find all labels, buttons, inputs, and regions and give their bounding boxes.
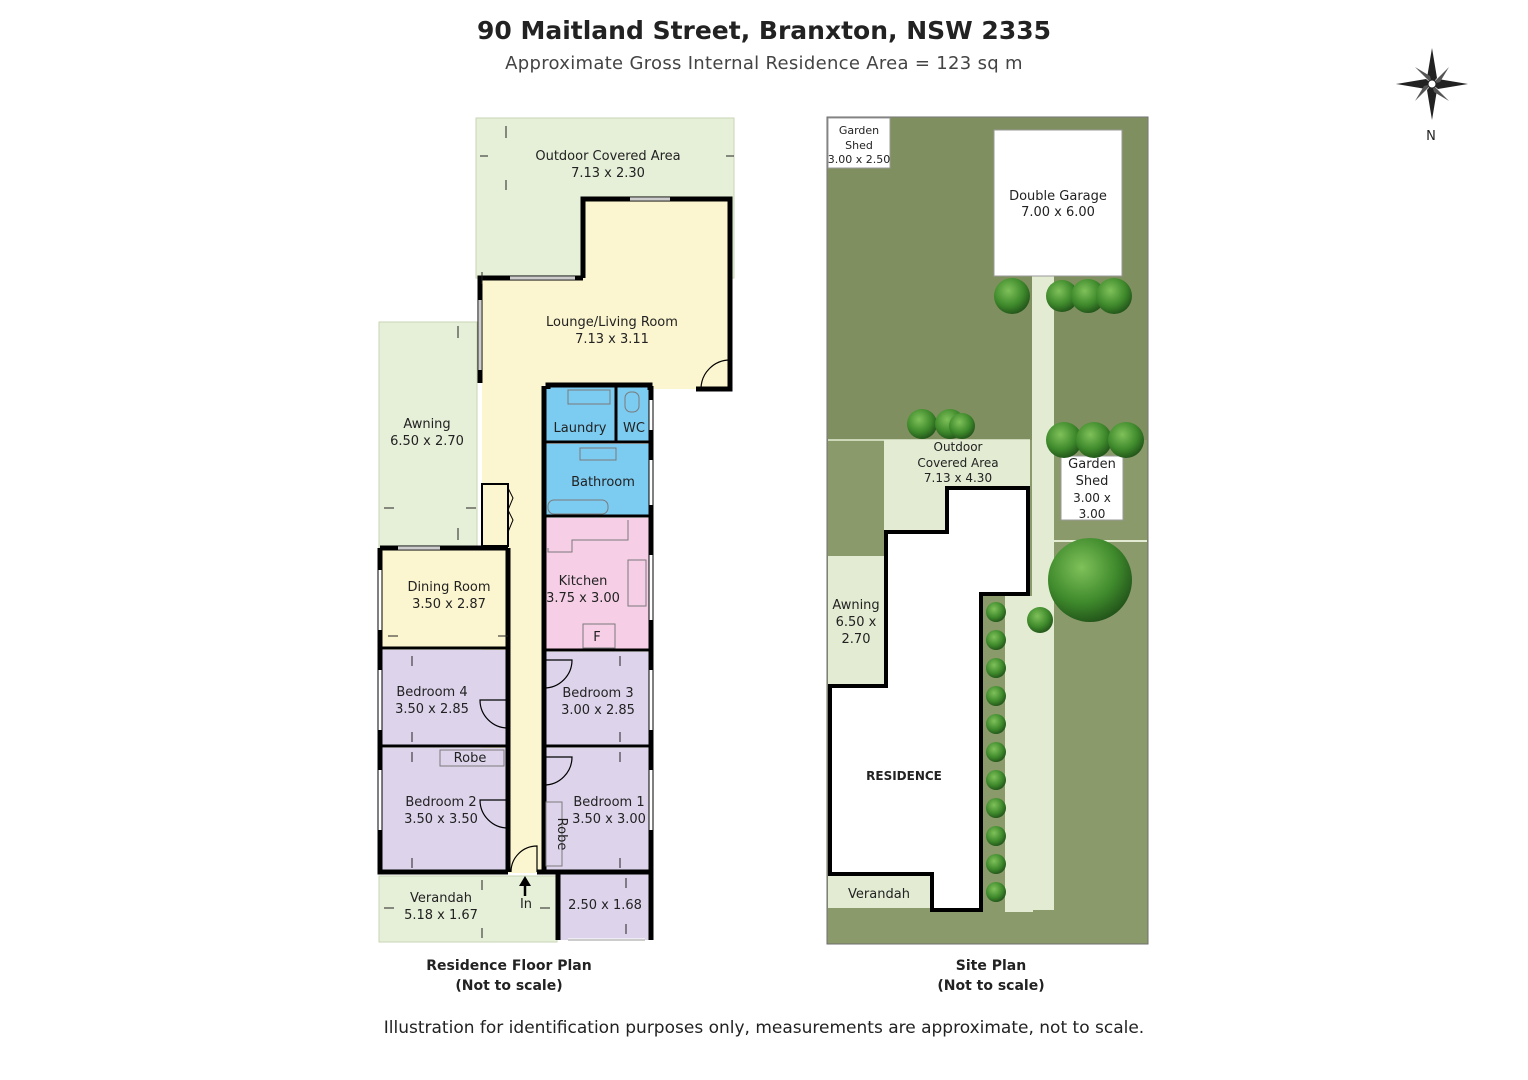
- lounge-dims: 7.13 x 3.11: [575, 332, 649, 347]
- kitchen-dims: 3.75 x 3.00: [546, 591, 620, 606]
- residence-floor-plan: Outdoor Covered Area 7.13 x 2.30 Lounge/…: [377, 117, 735, 943]
- site-plan-caption-title: Site Plan: [955, 958, 1027, 974]
- lounge-living-room: [480, 199, 730, 389]
- outdoor-covered-area-name: Outdoor Covered Area: [535, 149, 680, 164]
- page-subtitle: Approximate Gross Internal Residence Are…: [505, 53, 1023, 74]
- site-plan: Garden Shed 3.00 x 2.50 Double Garage 7.…: [826, 116, 1149, 945]
- dining-name: Dining Room: [407, 580, 490, 595]
- bedroom-3-name: Bedroom 3: [562, 686, 633, 701]
- dining-room: [382, 548, 508, 648]
- kitchen-name: Kitchen: [559, 574, 608, 589]
- entry-label: In: [520, 897, 532, 912]
- garden-shed-2-dims-line1: 3.00 x: [1073, 491, 1111, 505]
- fridge-label: F: [593, 630, 600, 645]
- tree-icon: [907, 278, 1144, 902]
- bathroom-room: [544, 444, 649, 516]
- verandah-dims: 5.18 x 1.67: [404, 908, 478, 923]
- site-outdoor-covered-dims: 7.13 x 4.30: [924, 471, 992, 485]
- laundry-name: Laundry: [554, 421, 607, 436]
- site-awning-line2: 6.50 x: [836, 615, 877, 630]
- double-garage-dims: 7.00 x 6.00: [1021, 205, 1095, 220]
- entry-arrow-icon: [519, 876, 531, 896]
- site-plan-caption: Site Plan (Not to scale): [861, 956, 1121, 996]
- porch-dims: 2.50 x 1.68: [568, 898, 642, 913]
- bedroom-3-room: [544, 652, 649, 746]
- bedroom-2-dims: 3.50 x 3.50: [404, 812, 478, 827]
- garden-shed-1-line1: Garden: [839, 124, 879, 137]
- bedroom-2-room: [382, 748, 506, 872]
- disclaimer-text: Illustration for identification purposes…: [383, 1018, 1145, 1038]
- bedroom-1-room: [544, 748, 649, 872]
- bedroom-3-dims: 3.00 x 2.85: [561, 703, 635, 718]
- awning-area: [378, 321, 478, 549]
- residence-footprint: [828, 486, 1030, 912]
- site-outdoor-covered-line2: Covered Area: [917, 456, 998, 470]
- floor-plan-caption: Residence Floor Plan (Not to scale): [379, 956, 639, 996]
- site-verandah-label: Verandah: [848, 887, 910, 902]
- robe-bedroom-2-label: Robe: [454, 751, 487, 766]
- garden-shed-1-dims: 3.00 x 2.50: [828, 153, 891, 166]
- robe-bedroom-1-label: Robe: [554, 818, 569, 851]
- floor-plan-caption-note: (Not to scale): [455, 978, 563, 994]
- lounge-name: Lounge/Living Room: [546, 315, 678, 330]
- verandah-area: [378, 875, 558, 943]
- bedroom-2-name: Bedroom 2: [405, 795, 476, 810]
- bedroom-1-name: Bedroom 1: [573, 795, 644, 810]
- compass-north-label: N: [1426, 129, 1436, 144]
- porch-room: [560, 874, 652, 940]
- floor-plan-caption-title: Residence Floor Plan: [426, 958, 592, 974]
- garden-shed-2-dims-line2: 3.00: [1079, 507, 1106, 521]
- dining-dims: 3.50 x 2.87: [412, 597, 486, 612]
- bedroom-4-dims: 3.50 x 2.85: [395, 702, 469, 717]
- double-garage: [993, 129, 1123, 277]
- bedroom-4-name: Bedroom 4: [396, 685, 467, 700]
- site-outdoor-covered-area: [884, 440, 1030, 530]
- site-awning: [828, 556, 884, 684]
- laundry-room: [544, 386, 616, 442]
- garden-shed-1-line2: Shed: [845, 139, 873, 152]
- awning-dims: 6.50 x 2.70: [390, 434, 464, 449]
- page-title: 90 Maitland Street, Branxton, NSW 2335: [476, 16, 1052, 45]
- double-garage-name: Double Garage: [1009, 189, 1107, 204]
- linen-cupboard: [481, 483, 509, 547]
- garden-shed-2-line2: Shed: [1076, 474, 1109, 489]
- bedroom-1-dims: 3.50 x 3.00: [572, 812, 646, 827]
- bedroom-4-room: [382, 650, 506, 746]
- site-verandah: [828, 876, 930, 908]
- residence-label: RESIDENCE: [866, 769, 942, 783]
- compass-icon: [1396, 48, 1468, 120]
- site-awning-line3: 2.70: [842, 632, 871, 647]
- garden-shed-1: [827, 117, 891, 169]
- verandah-name: Verandah: [410, 891, 472, 906]
- site-awning-line1: Awning: [832, 598, 879, 613]
- outdoor-covered-area-dims: 7.13 x 2.30: [571, 166, 645, 181]
- garden-shed-2-line1: Garden: [1068, 457, 1116, 472]
- site-outdoor-covered-line1: Outdoor: [934, 440, 983, 454]
- wc-name: WC: [623, 421, 645, 436]
- wc-room: [617, 386, 649, 442]
- site-plan-caption-note: (Not to scale): [937, 978, 1045, 994]
- awning-name: Awning: [403, 417, 450, 432]
- bathroom-name: Bathroom: [571, 475, 635, 490]
